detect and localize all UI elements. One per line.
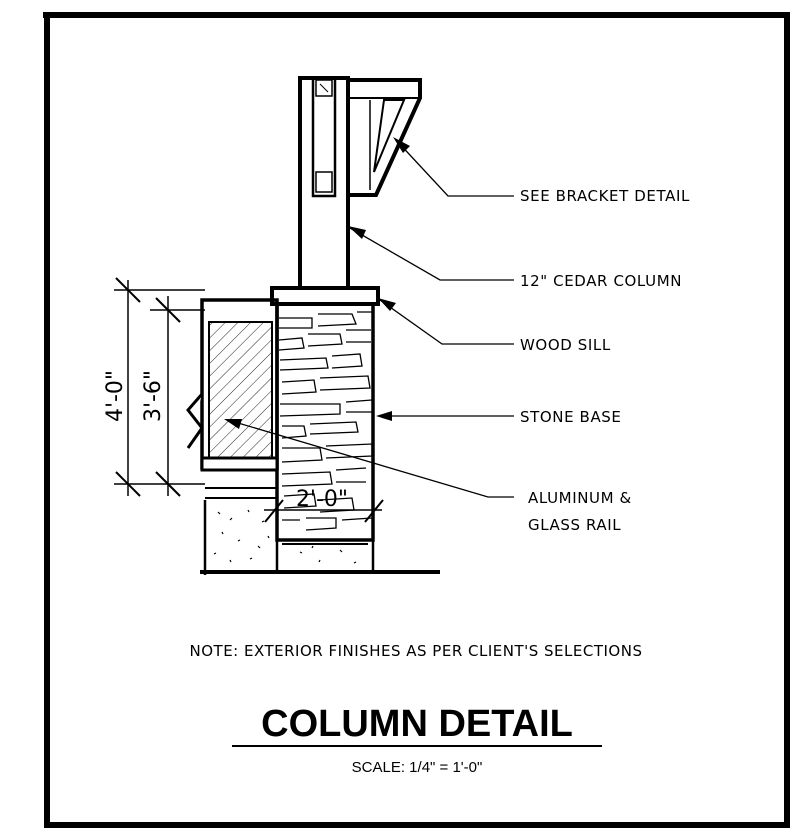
- label-cedar-column: 12" CEDAR COLUMN: [520, 272, 682, 290]
- drawing-title: COLUMN DETAIL: [261, 703, 573, 745]
- label-glass-rail: GLASS RAIL: [528, 516, 621, 534]
- label-stone-base: STONE BASE: [520, 408, 622, 426]
- dimension-lines: [114, 277, 384, 523]
- sheet-border: [43, 12, 790, 828]
- label-see-bracket-detail: SEE BRACKET DETAIL: [520, 187, 690, 205]
- dimension-overall: 4'-0": [103, 370, 128, 422]
- label-wood-sill: WOOD SILL: [520, 336, 611, 354]
- bracket: [346, 78, 422, 197]
- cedar-column: [298, 76, 350, 290]
- label-aluminum: ALUMINUM &: [528, 489, 632, 507]
- aluminum-glass-rail: [186, 298, 279, 472]
- drawing-scale: SCALE: 1/4" = 1'-0": [352, 759, 483, 776]
- wood-sill: [270, 286, 380, 306]
- foundation: [200, 487, 440, 575]
- leader-lines: [227, 139, 514, 498]
- dimension-rail: 3'-6": [141, 370, 166, 422]
- leader-arrowheads: [224, 137, 410, 429]
- dimension-base-width: 2'-0": [296, 487, 348, 512]
- finishes-note: NOTE: EXTERIOR FINISHES AS PER CLIENT'S …: [190, 642, 643, 660]
